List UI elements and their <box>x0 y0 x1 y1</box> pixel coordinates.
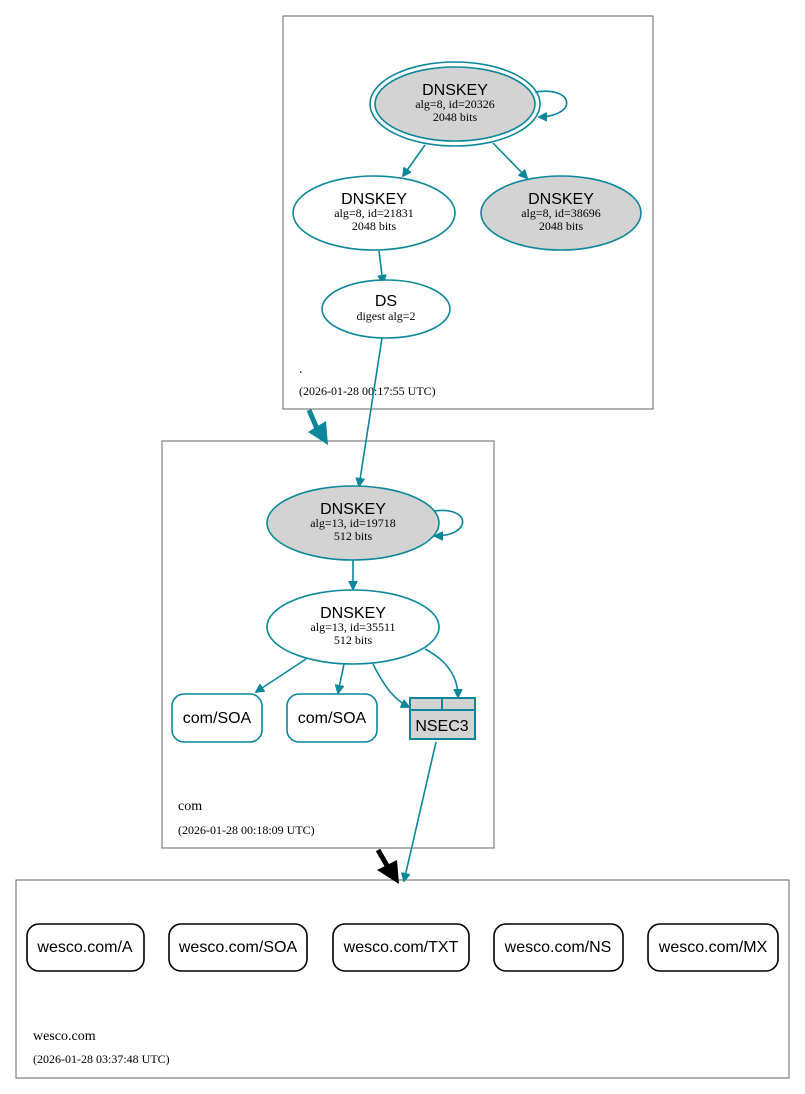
node-com-soa-1[interactable]: com/SOA <box>171 693 263 743</box>
node-com-ksk[interactable]: DNSKEY alg=13, id=19718 512 bits <box>266 485 440 561</box>
edge-root-ksk-to-zsk2 <box>492 142 527 178</box>
edge-com-zsk-to-soa2 <box>338 663 345 693</box>
node-com-ksk-line2: 512 bits <box>334 529 373 543</box>
node-com-nsec3-label: NSEC3 <box>415 718 468 735</box>
node-com-zsk-line1: alg=13, id=35511 <box>310 620 395 634</box>
zone-root: . (2026-01-28 00:17:55 UTC) <box>282 15 654 410</box>
node-wesco-txt[interactable]: wesco.com/TXT <box>332 923 470 972</box>
edges <box>256 90 568 884</box>
node-root-zsk2[interactable]: DNSKEY alg=8, id=38696 2048 bits <box>480 175 642 251</box>
node-wesco-ns-label: wesco.com/NS <box>504 939 612 956</box>
node-root-ksk-line1: alg=8, id=20326 <box>415 97 495 111</box>
edge-com-zsk-to-soa1 <box>256 658 307 692</box>
zone-root-timestamp: (2026-01-28 00:17:55 UTC) <box>299 384 436 398</box>
node-root-zsk2-title: DNSKEY <box>528 191 594 208</box>
node-wesco-txt-label: wesco.com/TXT <box>343 939 459 956</box>
edge-com-zsk-to-nsec3-a <box>372 663 409 707</box>
node-root-ds[interactable]: DS digest alg=2 <box>321 279 451 339</box>
edge-nsec3-to-wesco <box>404 741 437 881</box>
zone-com-label: com <box>178 799 202 814</box>
node-root-zsk2-line1: alg=8, id=38696 <box>521 206 601 220</box>
node-com-zsk-title: DNSKEY <box>320 605 386 622</box>
node-wesco-mx[interactable]: wesco.com/MX <box>647 923 779 972</box>
node-root-ksk[interactable]: DNSKEY alg=8, id=20326 2048 bits <box>369 61 541 147</box>
node-root-ds-line1: digest alg=2 <box>356 309 415 323</box>
zone-wesco: wesco.com (2026-01-28 03:37:48 UTC) <box>15 879 790 1079</box>
node-com-zsk-line2: 512 bits <box>334 633 373 647</box>
node-root-zsk2-line2: 2048 bits <box>539 219 584 233</box>
node-root-ksk-title: DNSKEY <box>422 82 488 99</box>
zone-com-timestamp: (2026-01-28 00:18:09 UTC) <box>178 823 315 837</box>
node-com-ksk-line1: alg=13, id=19718 <box>310 516 396 530</box>
node-root-zsk-line1: alg=8, id=21831 <box>334 206 414 220</box>
node-wesco-a[interactable]: wesco.com/A <box>26 923 145 972</box>
node-root-ksk-line2: 2048 bits <box>433 110 478 124</box>
node-com-soa-2[interactable]: com/SOA <box>286 693 378 743</box>
node-wesco-soa[interactable]: wesco.com/SOA <box>168 923 308 972</box>
edge-root-ksk-to-zsk <box>403 144 426 176</box>
node-com-zsk[interactable]: DNSKEY alg=13, id=35511 512 bits <box>266 589 440 665</box>
node-com-nsec3[interactable]: NSEC3 <box>409 697 476 740</box>
node-wesco-mx-label: wesco.com/MX <box>658 939 768 956</box>
edge-com-ksk-self <box>433 509 464 536</box>
edge-ds-to-com-ksk <box>359 337 383 486</box>
node-wesco-a-label: wesco.com/A <box>36 939 132 956</box>
node-com-soa-2-label: com/SOA <box>298 710 367 727</box>
edge-root-zsk-to-ds <box>379 250 383 283</box>
node-root-ds-title: DS <box>375 293 397 310</box>
zone-wesco-timestamp: (2026-01-28 03:37:48 UTC) <box>33 1052 170 1066</box>
delegation-root-to-com-arrow <box>308 421 328 445</box>
edge-root-ksk-self <box>534 90 568 117</box>
zone-com: com (2026-01-28 00:18:09 UTC) <box>161 440 495 849</box>
node-root-zsk-line2: 2048 bits <box>352 219 397 233</box>
node-com-soa-1-label: com/SOA <box>183 710 252 727</box>
node-root-zsk[interactable]: DNSKEY alg=8, id=21831 2048 bits <box>292 175 456 251</box>
delegation-com-to-wesco-arrow <box>377 860 399 884</box>
node-wesco-ns[interactable]: wesco.com/NS <box>493 923 624 972</box>
node-com-ksk-title: DNSKEY <box>320 501 386 518</box>
zone-wesco-label: wesco.com <box>33 1029 96 1044</box>
edge-com-zsk-to-nsec3-b <box>424 648 458 697</box>
node-wesco-soa-label: wesco.com/SOA <box>178 939 298 956</box>
zone-root-label: . <box>299 362 303 377</box>
node-root-zsk-title: DNSKEY <box>341 191 407 208</box>
